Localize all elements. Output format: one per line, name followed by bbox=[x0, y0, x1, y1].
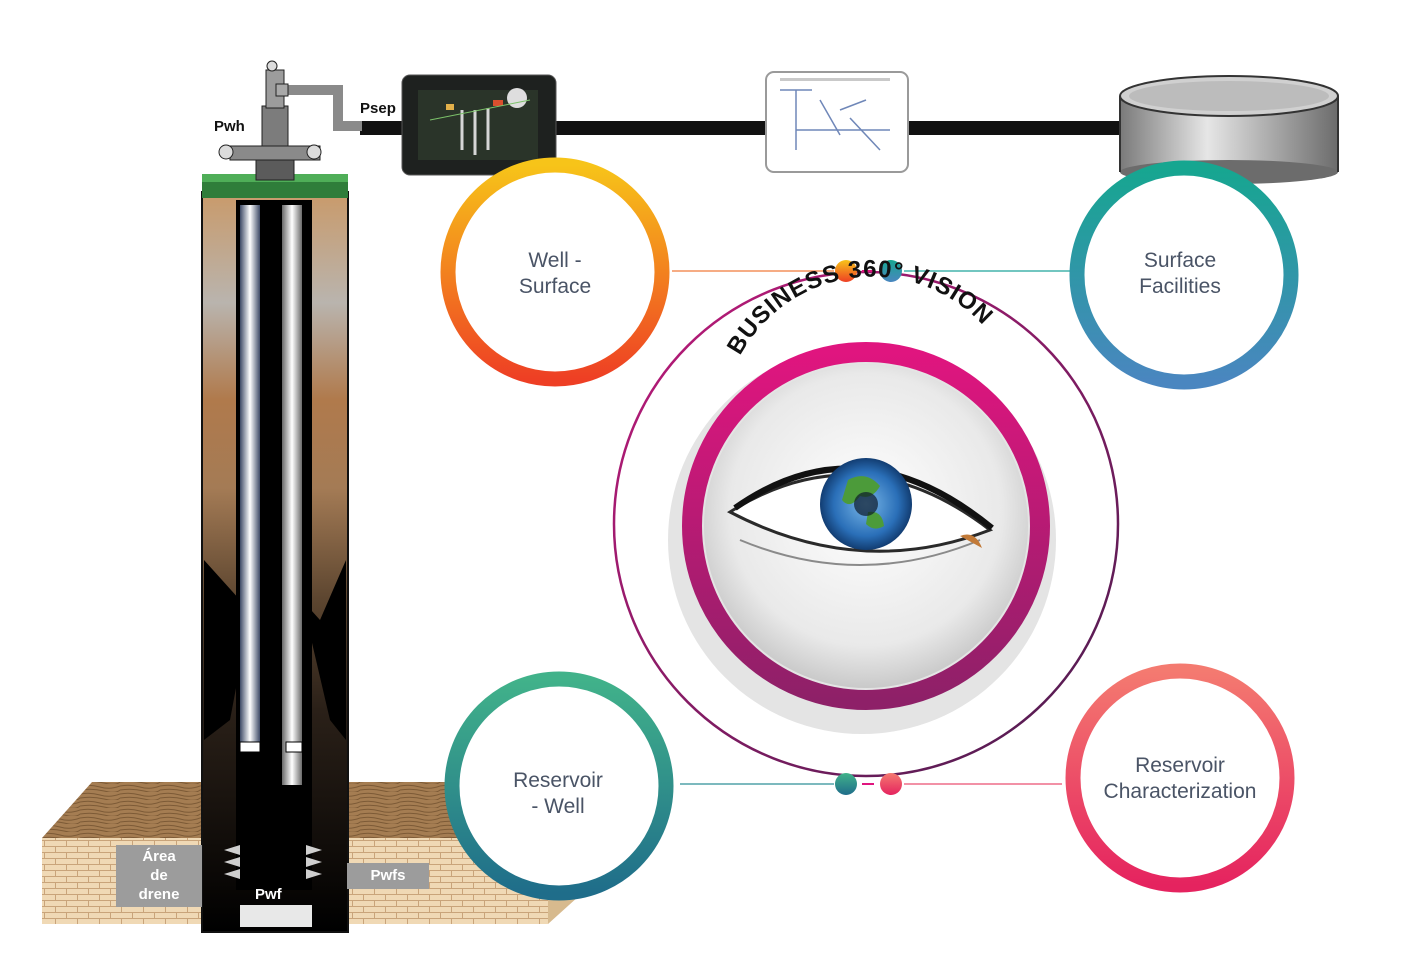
wellbore-column bbox=[201, 174, 349, 933]
ring-reservoir-well bbox=[444, 671, 674, 901]
pwh-label: Pwh bbox=[214, 118, 245, 135]
ring-label-reservoir-characterization: Reservoir Characterization bbox=[1103, 754, 1257, 803]
dot-surface-facilities bbox=[880, 260, 902, 282]
pwfs-label: Pwfs bbox=[347, 863, 429, 889]
ring-reservoir-characterization bbox=[1065, 663, 1295, 893]
dot-reservoir-well bbox=[835, 773, 857, 795]
eye-illustration bbox=[726, 458, 994, 566]
ring-label-surface-facilities: Surface Facilities bbox=[1139, 249, 1221, 298]
psep-label: Psep bbox=[360, 100, 396, 117]
dot-well-surface bbox=[835, 260, 857, 282]
ring-label-well-surface: Well - Surface bbox=[518, 249, 592, 298]
center-magenta-ring bbox=[682, 342, 1050, 710]
drainage-area-label: Área de drene bbox=[116, 845, 202, 907]
plant-3d-thumbnail bbox=[401, 74, 557, 176]
ring-surface-facilities bbox=[1069, 160, 1299, 390]
network-model-thumbnail bbox=[765, 71, 909, 173]
ring-well-surface bbox=[440, 157, 670, 387]
dot-reservoir-characterization bbox=[880, 773, 902, 795]
wellhead-pipe bbox=[282, 85, 362, 131]
ring-label-reservoir-well: Reservoir - Well bbox=[513, 769, 603, 818]
pwf-label: Pwf bbox=[255, 886, 282, 903]
wellhead-tree bbox=[218, 60, 322, 181]
